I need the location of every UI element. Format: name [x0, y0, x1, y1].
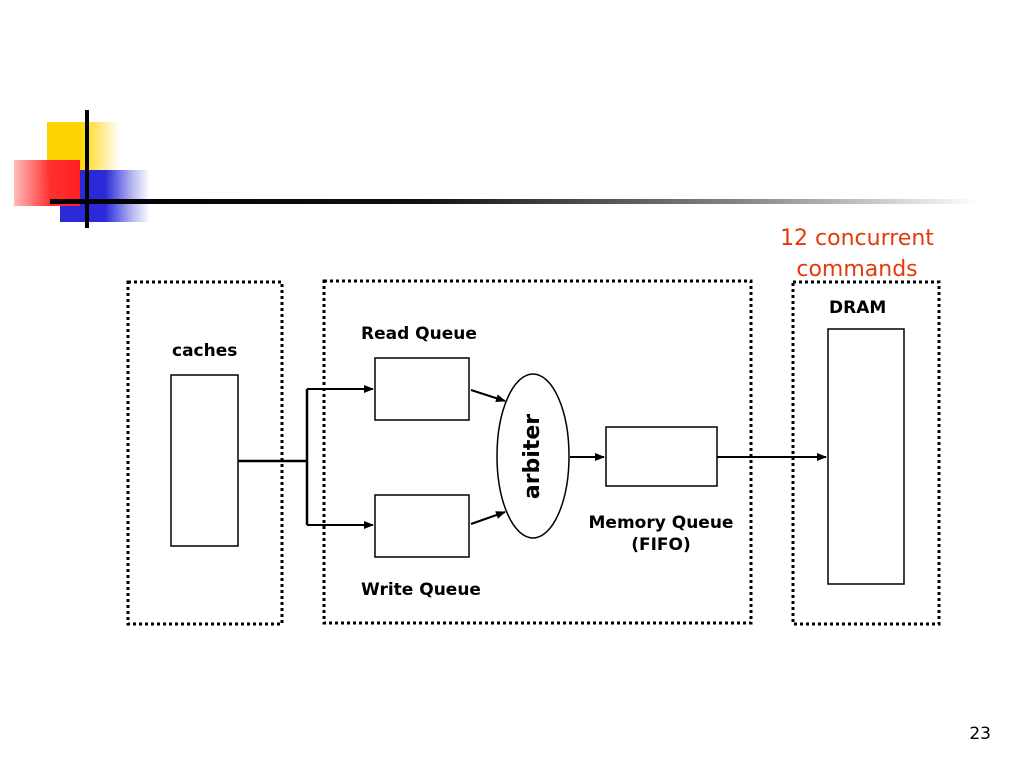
memory-queue-label-line-2: (FIFO) [631, 535, 691, 555]
page-number: 23 [969, 724, 991, 744]
read-queue-label: Read Queue [361, 324, 477, 344]
arbiter-label: arbiter [520, 413, 546, 499]
annotation-line-2: commands [796, 257, 918, 282]
caches-label: caches [172, 341, 238, 361]
decor-horizontal-rule [50, 199, 980, 204]
dram-group-box [791, 280, 941, 626]
read-queue-block [374, 357, 470, 421]
write-queue-block [374, 494, 470, 558]
arrow-read-to-arbiter [470, 389, 506, 403]
decor-vertical-line [85, 110, 89, 228]
arrow-write-to-arbiter [470, 511, 506, 525]
memory-queue-block [605, 426, 718, 487]
write-queue-label: Write Queue [361, 580, 481, 600]
concurrency-annotation: 12 concurrent commands [757, 223, 957, 285]
arbiter-ellipse [496, 373, 570, 539]
caches-block [170, 374, 239, 547]
decor-red-square [14, 160, 80, 206]
caches-group-box [126, 280, 284, 626]
arbiter-label-wrapper: arbiter [483, 413, 583, 498]
dram-label: DRAM [829, 298, 887, 318]
memory-queue-label-line-1: Memory Queue [588, 513, 734, 533]
memory-queue-label: Memory Queue (FIFO) [576, 512, 746, 556]
dram-block [827, 328, 905, 585]
annotation-line-1: 12 concurrent [780, 226, 934, 251]
